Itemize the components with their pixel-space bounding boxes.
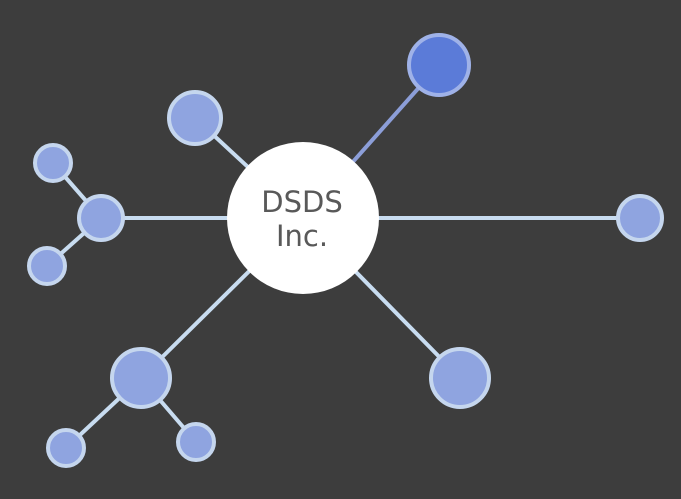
center-hub-label-line1: DSDS <box>261 185 342 219</box>
node-bottom-right <box>429 347 491 409</box>
node-bottom-left-right-child <box>176 422 216 462</box>
node-left-upper-child <box>33 143 73 183</box>
center-hub-label-line2: Inc. <box>276 219 328 253</box>
node-top-right-highlighted <box>407 33 471 97</box>
node-bottom-left-left-child <box>46 428 86 468</box>
satellite-nodes <box>27 33 664 468</box>
node-left <box>77 194 125 242</box>
node-right <box>616 194 664 242</box>
node-left-lower-child <box>27 246 67 286</box>
node-top-left <box>167 90 223 146</box>
node-bottom-left <box>110 347 172 409</box>
center-hub-circle <box>227 142 379 294</box>
center-hub: DSDS Inc. <box>227 142 379 294</box>
